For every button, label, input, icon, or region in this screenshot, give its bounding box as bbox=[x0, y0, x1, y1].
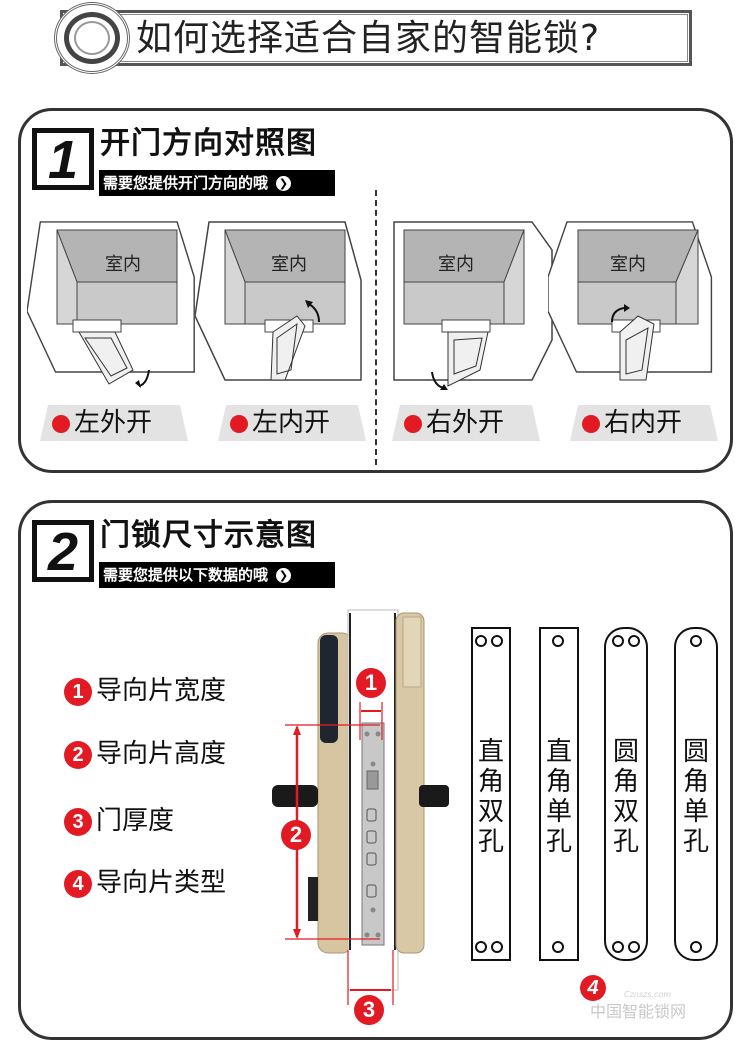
hole-icon bbox=[612, 635, 624, 647]
plate-type-label: 圆角双孔 bbox=[612, 737, 639, 857]
hole-icon bbox=[612, 941, 624, 953]
hole-icon bbox=[690, 635, 702, 647]
plate-type-label: 直角双孔 bbox=[477, 737, 504, 857]
tag-bg bbox=[570, 405, 718, 441]
room-right-outward-icon bbox=[393, 221, 553, 390]
section-number-1: 1 bbox=[32, 128, 94, 190]
room-right-inward-icon bbox=[548, 221, 713, 381]
hole-icon bbox=[475, 635, 487, 647]
plate-type-label: 直角单孔 bbox=[545, 737, 572, 857]
direction-option-left-inward[interactable]: 左内开 bbox=[218, 405, 366, 441]
number-badge-1: 1 bbox=[64, 677, 92, 706]
room-label: 室内 bbox=[105, 254, 141, 275]
tag-bg bbox=[218, 405, 366, 441]
direction-label: 右外开 bbox=[426, 408, 505, 438]
direction-label: 左外开 bbox=[74, 408, 153, 438]
legend-label: 导向片类型 bbox=[96, 868, 227, 898]
red-dot-icon bbox=[52, 415, 70, 433]
banner-ring-core-icon bbox=[74, 21, 110, 55]
room-left-inward-icon bbox=[195, 221, 362, 381]
direction-label: 左内开 bbox=[252, 408, 331, 438]
hole-icon bbox=[628, 635, 640, 647]
room-illustration-right-inward: 室内 bbox=[548, 220, 716, 400]
room-label: 室内 bbox=[438, 254, 474, 275]
red-dot-icon bbox=[404, 415, 422, 433]
hole-icon bbox=[690, 941, 702, 953]
chevron-right-circle-icon: ❯ bbox=[276, 176, 292, 191]
room-label: 室内 bbox=[271, 254, 307, 275]
red-dot-icon bbox=[582, 415, 600, 433]
hole-icon bbox=[491, 941, 503, 953]
section-title-lock-dimensions: 门锁尺寸示意图 bbox=[100, 518, 317, 553]
legend-label: 导向片宽度 bbox=[96, 676, 227, 706]
page-title: 如何选择适合自家的智能锁? bbox=[136, 18, 601, 59]
direction-label: 右内开 bbox=[604, 408, 683, 438]
watermark-url: Cznszs.com bbox=[624, 990, 672, 999]
tag-bg bbox=[40, 405, 188, 441]
hole-icon bbox=[552, 941, 564, 953]
plate-type-round-single[interactable]: 圆角单孔 bbox=[674, 627, 718, 961]
section-number-2: 2 bbox=[32, 520, 94, 582]
legend-label: 门厚度 bbox=[96, 806, 175, 836]
diagram-marker-3: 3 bbox=[354, 995, 384, 1025]
red-dot-icon bbox=[230, 415, 248, 433]
legend-label: 导向片高度 bbox=[96, 739, 227, 769]
chevron-right-circle-icon: ❯ bbox=[276, 568, 292, 583]
section-subtitle-lock-dimensions: 需要您提供以下数据的哦 ❯ bbox=[99, 562, 335, 588]
plate-type-square-double[interactable]: 直角双孔 bbox=[471, 627, 511, 961]
hole-icon bbox=[552, 635, 564, 647]
watermark-text: 中国智能锁网 bbox=[590, 1002, 687, 1021]
room-left-outward-icon bbox=[27, 221, 195, 388]
room-illustration-left-inward: 室内 bbox=[195, 220, 363, 400]
lock-side-diagram bbox=[270, 605, 450, 1025]
room-illustration-right-outward: 室内 bbox=[392, 220, 560, 400]
hole-icon bbox=[628, 941, 640, 953]
hole-icon bbox=[491, 635, 503, 647]
room-illustration-left-outward: 室内 bbox=[27, 220, 195, 400]
plate-type-square-single[interactable]: 直角单孔 bbox=[539, 627, 579, 961]
number-badge-2: 2 bbox=[64, 740, 92, 769]
diagram-marker-2: 2 bbox=[281, 820, 311, 850]
smart-lock-side-view-icon bbox=[272, 609, 449, 1005]
tag-bg bbox=[392, 405, 540, 441]
subtitle-text: 需要您提供开门方向的哦 bbox=[103, 174, 269, 192]
plate-type-round-double[interactable]: 圆角双孔 bbox=[604, 627, 648, 961]
room-label: 室内 bbox=[610, 254, 646, 275]
subtitle-text: 需要您提供以下数据的哦 bbox=[103, 566, 269, 584]
direction-option-right-outward[interactable]: 右外开 bbox=[392, 405, 540, 441]
number-badge-3: 3 bbox=[64, 807, 92, 836]
diagram-marker-4: 4 bbox=[580, 975, 606, 1001]
section-subtitle-door-direction: 需要您提供开门方向的哦 ❯ bbox=[99, 170, 335, 196]
plate-type-label: 圆角单孔 bbox=[682, 737, 709, 857]
direction-option-left-outward[interactable]: 左外开 bbox=[40, 405, 188, 441]
number-badge-4: 4 bbox=[64, 869, 92, 898]
section-title-door-direction: 开门方向对照图 bbox=[100, 126, 317, 161]
banner-ring-inner-icon bbox=[64, 12, 120, 64]
direction-option-right-inward[interactable]: 右内开 bbox=[570, 405, 718, 441]
dashed-divider bbox=[375, 190, 377, 465]
hole-icon bbox=[475, 941, 487, 953]
diagram-marker-1: 1 bbox=[356, 668, 386, 698]
